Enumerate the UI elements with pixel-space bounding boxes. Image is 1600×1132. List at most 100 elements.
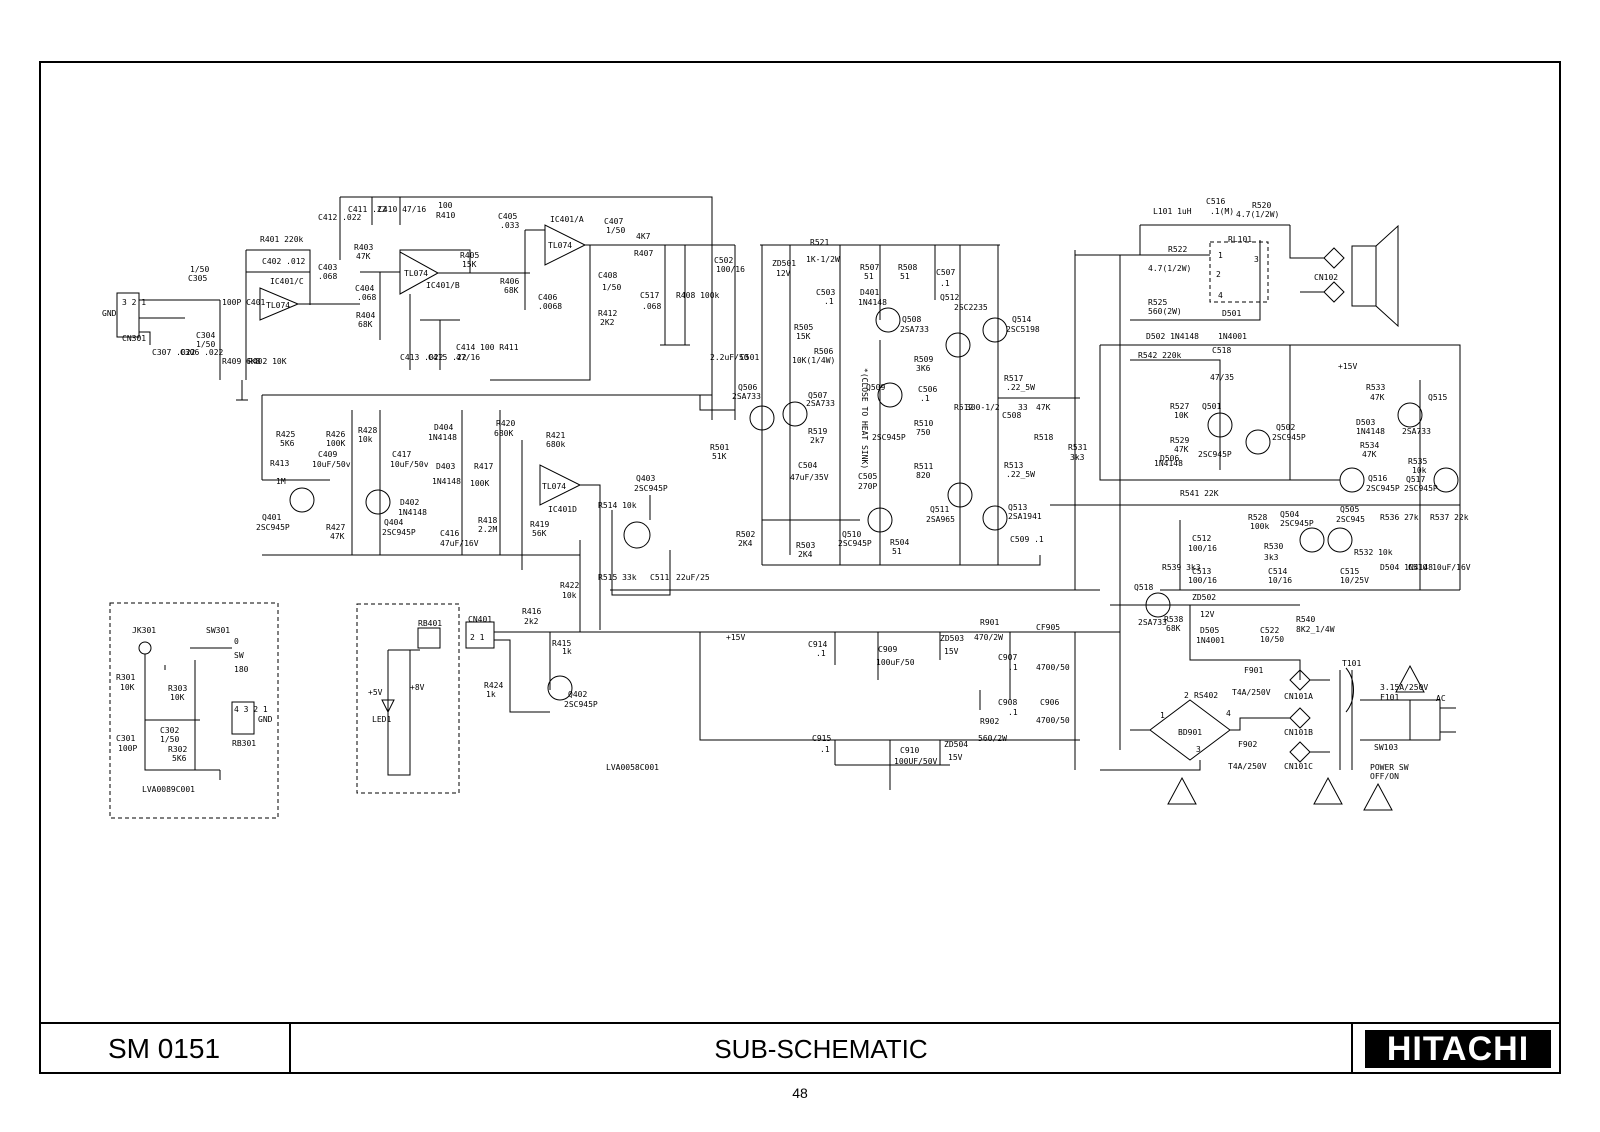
r528-value: 100k bbox=[1250, 522, 1269, 531]
q515-ref: Q515 bbox=[1428, 393, 1447, 402]
f902-ref: F902 bbox=[1238, 740, 1257, 749]
r540-ref: R540 bbox=[1296, 615, 1315, 624]
cf905-ref: CF905 bbox=[1036, 623, 1060, 632]
r415-ref: R415 bbox=[552, 639, 571, 648]
c907-ref: C907 bbox=[998, 653, 1017, 662]
f101-value: 3.15A/250V bbox=[1380, 683, 1428, 692]
q505-ref: Q505 bbox=[1340, 505, 1359, 514]
net-plus15v-a: +15V bbox=[1338, 362, 1357, 371]
q508-ref: Q508 bbox=[902, 315, 921, 324]
q507-type: 2SA733 bbox=[806, 399, 835, 408]
c414-ref: C414 bbox=[456, 343, 475, 352]
r501-ref: R501 bbox=[710, 443, 729, 452]
q404-ref: Q404 bbox=[384, 518, 403, 527]
q517-ref: Q517 bbox=[1406, 475, 1425, 484]
cn401-stage: CN401 2 1 R416 2k2 R415 1k R424 1k Q402 … bbox=[465, 540, 1120, 772]
r518-ref: R518 bbox=[1034, 433, 1053, 442]
c402-label: C402 .012 bbox=[262, 257, 306, 266]
r403-value: 47K bbox=[356, 252, 371, 261]
rl101-pin-3: 3 bbox=[1254, 255, 1259, 264]
r520-value: 4.7(1/2W) bbox=[1236, 210, 1279, 219]
q506-type: 2SA733 bbox=[732, 392, 761, 401]
c908-value: .1 bbox=[1008, 708, 1018, 717]
d401-type: 1N4148 bbox=[858, 298, 887, 307]
c411-label: C411 .22 bbox=[348, 205, 387, 214]
c906-ref: C906 bbox=[1040, 698, 1059, 707]
c909-value: 100uF/50 bbox=[876, 658, 915, 667]
c501-ref: C501 bbox=[740, 353, 759, 362]
c401-label: 100P C401 bbox=[222, 298, 266, 307]
cn101b-ref: CN101B bbox=[1284, 728, 1313, 737]
c404-value: .068 bbox=[357, 293, 376, 302]
bd901-ref: BD901 bbox=[1178, 728, 1202, 737]
zd501-value: 12V bbox=[776, 269, 791, 278]
r514-label: R514 10k bbox=[598, 501, 637, 510]
c522-ref: C522 bbox=[1260, 626, 1279, 635]
q512-type: 2SC2235 bbox=[954, 303, 988, 312]
doc-number: SM 0151 bbox=[39, 1024, 291, 1074]
r421-value: 680k bbox=[546, 440, 565, 449]
r529-value: 47K bbox=[1174, 445, 1189, 454]
zd504-ref: ZD504 bbox=[944, 740, 968, 749]
r538-value: 68K bbox=[1166, 624, 1181, 633]
r427-ref: R427 bbox=[326, 523, 345, 532]
board-code-main: LVA0058C001 bbox=[606, 763, 659, 772]
r510-value: 750 bbox=[916, 428, 931, 437]
c515-ref: C515 bbox=[1340, 567, 1359, 576]
q401-type: 2SC945P bbox=[256, 523, 290, 532]
r420-ref: R420 bbox=[496, 419, 515, 428]
r401-label: R401 220k bbox=[260, 235, 304, 244]
ic401b-ref: IC401/B bbox=[426, 281, 460, 290]
r421-ref: R421 bbox=[546, 431, 565, 440]
r533-ref: R533 bbox=[1366, 383, 1385, 392]
net-plus8v: +8V bbox=[410, 683, 425, 692]
c501-value: 2.2uF/50 bbox=[710, 353, 749, 362]
d501-ref: D501 bbox=[1222, 309, 1241, 318]
ic401a-ref: IC401/A bbox=[550, 215, 584, 224]
f902-value: T4A/250V bbox=[1228, 762, 1267, 771]
r505-value: 15K bbox=[796, 332, 811, 341]
c417-value: 10uF/50v bbox=[390, 460, 429, 469]
c915-ref: C915 bbox=[812, 734, 831, 743]
page-number: 48 bbox=[792, 1085, 808, 1101]
r416-ref: R416 bbox=[522, 607, 541, 616]
q403-ref: Q403 bbox=[636, 474, 655, 483]
led-board: RB401 +5V +8V LED1 bbox=[356, 603, 460, 794]
r413-value: 1M bbox=[276, 477, 286, 486]
rl101-pin-2: 2 bbox=[1216, 270, 1221, 279]
r519-value: 2k7 bbox=[810, 436, 825, 445]
q510-ref: Q510 bbox=[842, 530, 861, 539]
c505-value: 270P bbox=[858, 482, 877, 491]
ic401b-type: TL074 bbox=[404, 269, 428, 278]
q401-ref: Q401 bbox=[262, 513, 281, 522]
r410-ref: R410 bbox=[436, 211, 455, 220]
r538-ref: R538 bbox=[1164, 615, 1183, 624]
r508-value: 51 bbox=[900, 272, 910, 281]
r530-ref: R530 bbox=[1264, 542, 1283, 551]
r428-value: 10k bbox=[358, 435, 373, 444]
r501-value: 51K bbox=[712, 452, 727, 461]
r402-label: R402 10K bbox=[248, 357, 287, 366]
r513-ref: R513 bbox=[1004, 461, 1023, 470]
q514-type: 2SC5198 bbox=[1006, 325, 1040, 334]
power-sw-label: POWER SW bbox=[1370, 763, 1409, 772]
c416-value: 47uF/16V bbox=[440, 539, 479, 548]
r301-ref: R301 bbox=[116, 673, 135, 682]
c914-ref: C914 bbox=[808, 640, 827, 649]
rb301-pins: 4 3 2 1 bbox=[234, 705, 268, 714]
c301-value: 100P bbox=[118, 744, 137, 753]
r426-value: 100K bbox=[326, 439, 345, 448]
r528-ref: R528 bbox=[1248, 513, 1267, 522]
r527-ref: R527 bbox=[1170, 402, 1189, 411]
cn301-gnd-label: GND bbox=[102, 309, 117, 318]
c508-ref: C508 bbox=[1002, 411, 1021, 420]
c305-value: 1/50 bbox=[190, 265, 209, 274]
warning-icon-4 bbox=[1395, 664, 1425, 693]
r503-ref: R503 bbox=[796, 541, 815, 550]
sw301-pos-0: 0 bbox=[234, 637, 239, 646]
t101-ref: T101 bbox=[1342, 659, 1361, 668]
r409-label: R409 6K8 bbox=[222, 357, 261, 366]
r418-ref: R418 bbox=[478, 516, 497, 525]
c506-ref: C506 bbox=[918, 385, 937, 394]
